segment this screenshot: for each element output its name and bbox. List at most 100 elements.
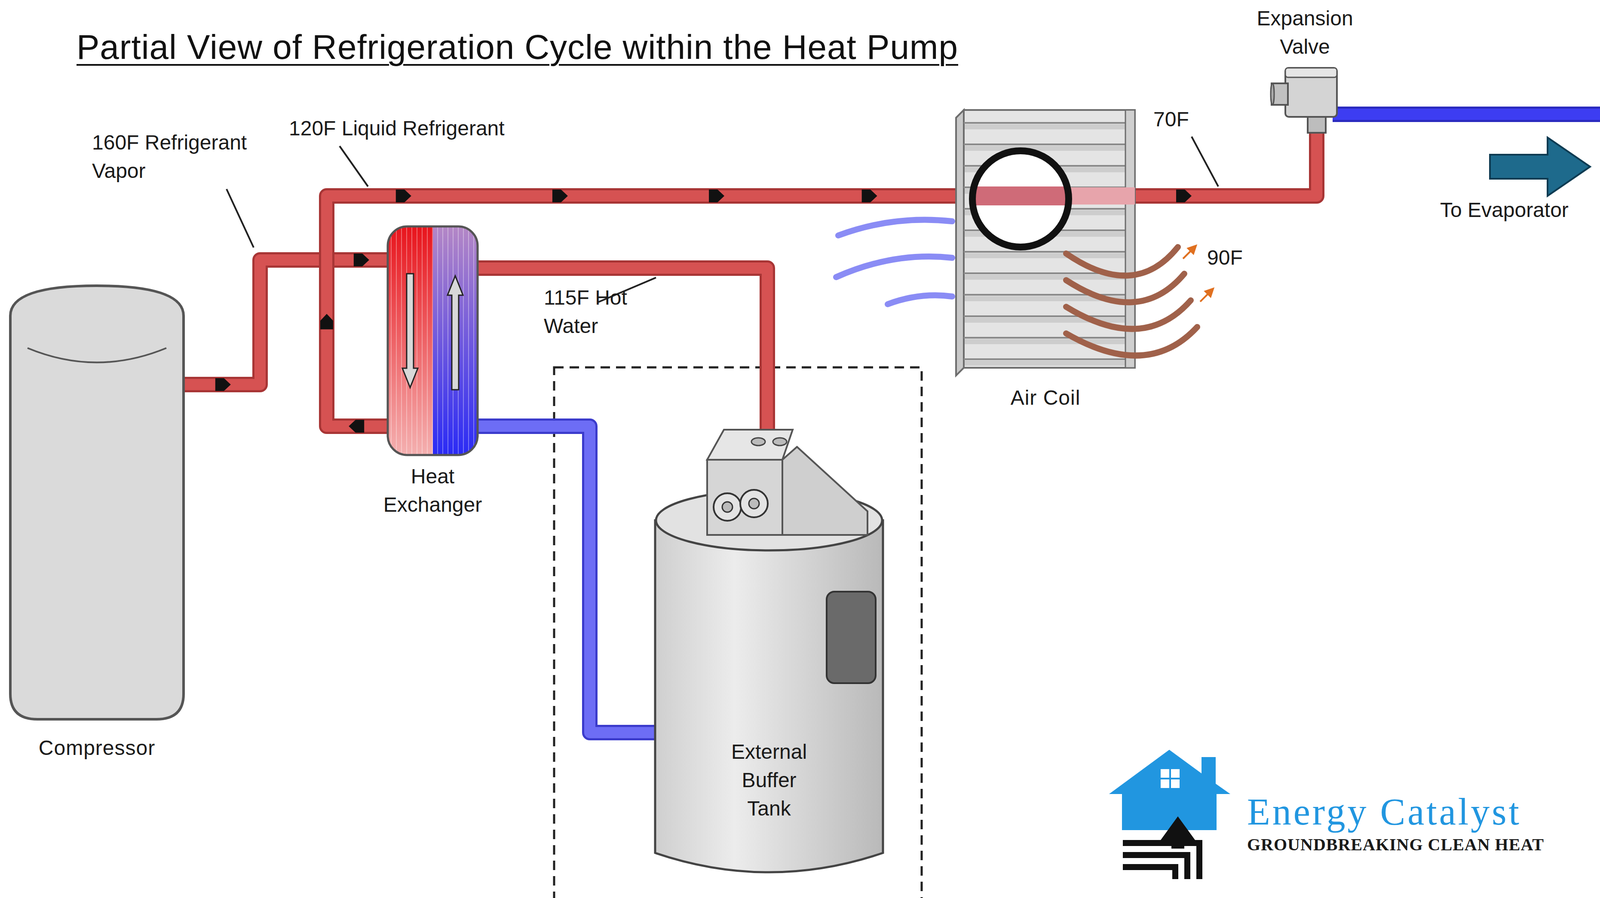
- label-anchor: Energy Catalyst: [1247, 793, 1522, 832]
- heat-arrow-head: [1188, 245, 1196, 254]
- compressor-shape: [10, 285, 184, 720]
- flow-arrowhead: [215, 378, 231, 392]
- coil-fin-shade: [964, 145, 1135, 151]
- buffer-tank: External Buffer Tank: [655, 429, 883, 878]
- evaporator-pipe: [1332, 108, 1600, 120]
- logo-icon: [1109, 750, 1231, 880]
- edge-label-anchor: 120F Liquid Refrigerant: [288, 114, 505, 143]
- tank-window: [826, 591, 876, 684]
- coil-fin: [963, 122, 1135, 124]
- pipe-label: 115F Hot Water: [543, 283, 641, 341]
- pipe-outline: [477, 268, 768, 430]
- magnifier-ring: [972, 150, 1069, 248]
- coil-fin: [963, 337, 1135, 339]
- flow-arrowhead: [395, 189, 412, 203]
- pipe-fill: [477, 426, 656, 733]
- control-knob: [713, 493, 742, 522]
- flow-arrowhead: [708, 189, 725, 203]
- pipe-label: 160F Refrigerant Vapor: [91, 128, 258, 186]
- warm-air-waves: [1066, 247, 1198, 356]
- coil-fin-shade: [964, 317, 1135, 323]
- logo-house: [1109, 750, 1231, 831]
- heat-exchanger: Heat Exchanger: [387, 226, 478, 456]
- logo-tagline: GROUNDBREAKING CLEAN HEAT: [1247, 836, 1545, 854]
- hx-plate-line: [421, 226, 423, 456]
- flow-arrowhead: [861, 189, 878, 203]
- label-anchor: GROUNDBREAKING CLEAN HEAT: [1247, 836, 1545, 854]
- direction-label: To Evaporator: [1440, 196, 1569, 225]
- pipe-connector: [477, 426, 656, 733]
- hx-plate-line: [426, 226, 428, 456]
- hx-up-arrow: [447, 275, 463, 390]
- hx-outline: [387, 226, 478, 456]
- logo-step-line: [1122, 867, 1176, 880]
- control-knob-center: [722, 502, 733, 513]
- compressor-body: [10, 285, 184, 720]
- coil-fin-shade: [964, 360, 1135, 366]
- logo-window: [1160, 779, 1170, 789]
- edge-label-anchor: 70F: [1153, 105, 1190, 134]
- pipe-connector: [1134, 132, 1317, 203]
- hx-plate-line: [473, 226, 475, 456]
- coil-face: [963, 110, 1135, 368]
- coil-pipe-behind: [1068, 187, 1135, 205]
- tank-body: [655, 520, 883, 873]
- leader-line: [1191, 136, 1219, 187]
- air-wave: [887, 295, 953, 305]
- control-front: [707, 459, 783, 536]
- pipe-outline: [477, 426, 656, 733]
- air-wave: [838, 219, 953, 236]
- hx-plate-line: [468, 226, 469, 456]
- expansion-valve: Expansion Valve: [1270, 66, 1340, 133]
- valve-cap: [1285, 67, 1337, 78]
- to-evaporator-arrow: [1489, 137, 1591, 197]
- air-wave: [1066, 247, 1178, 276]
- flow-arrowhead: [1176, 189, 1192, 203]
- logo-window: [1170, 779, 1180, 789]
- coil-fin: [963, 143, 1135, 146]
- diagram-title: Partial View of Refrigeration Cycle with…: [76, 26, 959, 68]
- valve-actuator-end: [1270, 83, 1275, 105]
- hx-plate-line: [401, 226, 402, 456]
- logo-step-line: [1122, 843, 1200, 880]
- dashed-boundary: [554, 367, 922, 898]
- control-top: [707, 429, 793, 460]
- label-anchor: 90F: [1207, 243, 1243, 273]
- hx-hot-side: [387, 226, 433, 456]
- control-knob-center: [748, 498, 760, 509]
- heat-exchanger-shape: [387, 226, 478, 456]
- leader-line: [226, 189, 254, 248]
- coil-fin: [963, 294, 1135, 296]
- hx-plate-line: [447, 226, 449, 456]
- logo-arrow: [1160, 816, 1196, 850]
- pipe-label: 120F Liquid Refrigerant: [288, 114, 505, 143]
- pipe-fill: [183, 260, 388, 385]
- flow-arrowhead: [348, 419, 365, 433]
- node-label: Compressor: [38, 734, 156, 763]
- heat-arrows: [1183, 245, 1214, 302]
- control-wedge: [782, 447, 868, 536]
- pipe-outline: [183, 260, 388, 385]
- node-label: Air Coil: [1010, 383, 1081, 413]
- edge-label-anchor: 160F Refrigerant Vapor: [91, 128, 258, 186]
- pipe-outline: [1134, 132, 1317, 197]
- flow-arrowhead: [552, 189, 568, 203]
- node-label: Expansion Valve: [1256, 4, 1353, 62]
- air-wave: [1066, 273, 1185, 303]
- temperature-label: 90F: [1207, 243, 1243, 273]
- air-coil: Air Coil: [956, 110, 1135, 376]
- hx-plate-line: [395, 226, 397, 456]
- edge-label-anchor: 115F Hot Water: [543, 283, 641, 341]
- compressor-top-edge: [27, 348, 167, 363]
- hx-plate-line: [462, 226, 464, 456]
- pipe-label: 70F: [1153, 105, 1190, 134]
- air-wave: [1066, 327, 1198, 356]
- coil-fin-shade: [964, 124, 1135, 130]
- control-stud: [772, 438, 787, 446]
- coil-fin: [963, 315, 1135, 318]
- coil-fin: [963, 358, 1135, 361]
- hx-down-arrow: [402, 273, 418, 388]
- air-wave: [1066, 300, 1191, 329]
- pipe-fill: [1134, 132, 1317, 197]
